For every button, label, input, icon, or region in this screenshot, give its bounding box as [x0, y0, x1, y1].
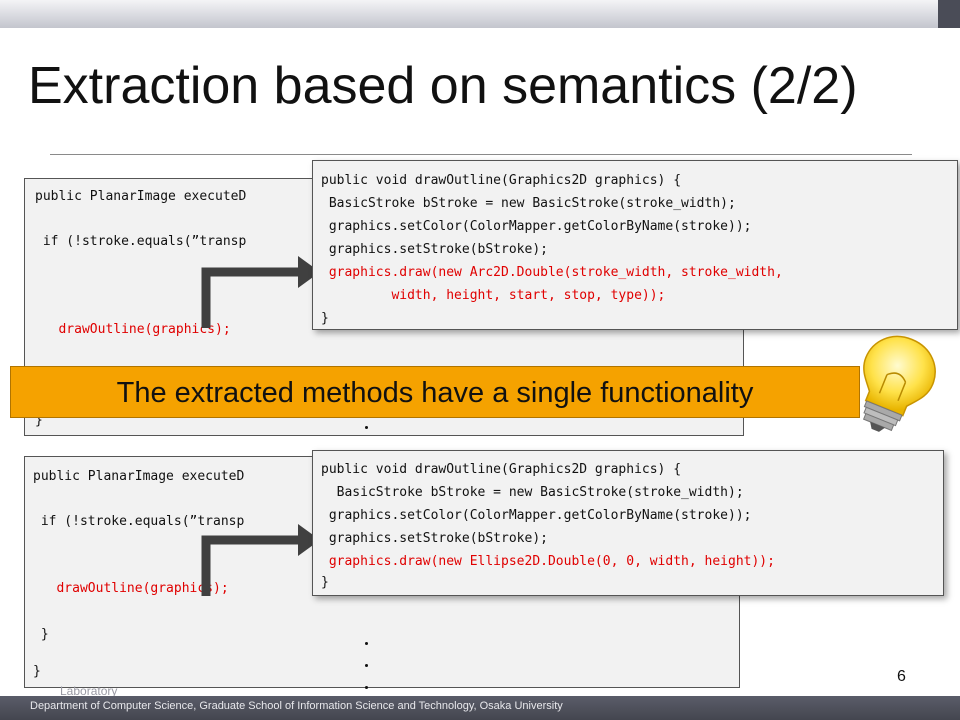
ellipsis-dot [365, 686, 368, 689]
extracted-method-popup-top: public void drawOutline(Graphics2D graph… [312, 160, 958, 330]
code-line: } [35, 413, 43, 428]
extracted-method-popup-bottom: public void drawOutline(Graphics2D graph… [312, 450, 944, 596]
code-line-highlighted: graphics.draw(new Ellipse2D.Double(0, 0,… [321, 554, 775, 569]
lightbulb-icon [862, 335, 936, 432]
footer-lab-fragment: Laboratory [60, 684, 118, 698]
footer-department: Department of Computer Science, Graduate… [30, 700, 563, 712]
code-line: BasicStroke bStroke = new BasicStroke(st… [321, 196, 736, 211]
bent-arrow-icon [201, 256, 320, 328]
code-line: graphics.setColor(ColorMapper.getColorBy… [321, 219, 752, 234]
code-line-highlighted: width, height, start, stop, type)); [321, 288, 666, 303]
ellipsis-dot [365, 664, 368, 667]
code-line: } [321, 575, 329, 590]
code-line: public void drawOutline(Graphics2D graph… [321, 173, 682, 188]
ellipsis-dot [365, 642, 368, 645]
key-point-banner: The extracted methods have a single func… [10, 366, 860, 418]
code-line: graphics.setStroke(bStroke); [321, 242, 548, 257]
code-line: public void drawOutline(Graphics2D graph… [321, 462, 682, 477]
code-line: public PlanarImage executeD [33, 469, 245, 484]
title-divider [50, 154, 912, 155]
footer-bar: Department of Computer Science, Graduate… [0, 696, 960, 720]
code-line: } [33, 627, 49, 642]
code-line: } [321, 311, 329, 326]
code-line: if (!stroke.equals(”transp [35, 234, 247, 249]
code-line-highlighted: drawOutline(graphics); [35, 322, 231, 337]
page-number: 6 [897, 668, 906, 685]
code-line: } [33, 664, 41, 679]
code-line-highlighted: graphics.draw(new Arc2D.Double(stroke_wi… [321, 265, 783, 280]
code-line-highlighted: drawOutline(graphics); [33, 581, 229, 596]
code-line: public PlanarImage executeD [35, 189, 247, 204]
top-header-corner [938, 0, 960, 28]
top-header-bar [0, 0, 960, 28]
slide-title: Extraction based on semantics (2/2) [28, 57, 858, 115]
code-line: BasicStroke bStroke = new BasicStroke(st… [321, 485, 744, 500]
code-line: graphics.setStroke(bStroke); [321, 531, 548, 546]
code-line: if (!stroke.equals(”transp [33, 514, 245, 529]
code-line: graphics.setColor(ColorMapper.getColorBy… [321, 508, 752, 523]
bent-arrow-icon [201, 524, 320, 596]
ellipsis-dot [365, 426, 368, 429]
